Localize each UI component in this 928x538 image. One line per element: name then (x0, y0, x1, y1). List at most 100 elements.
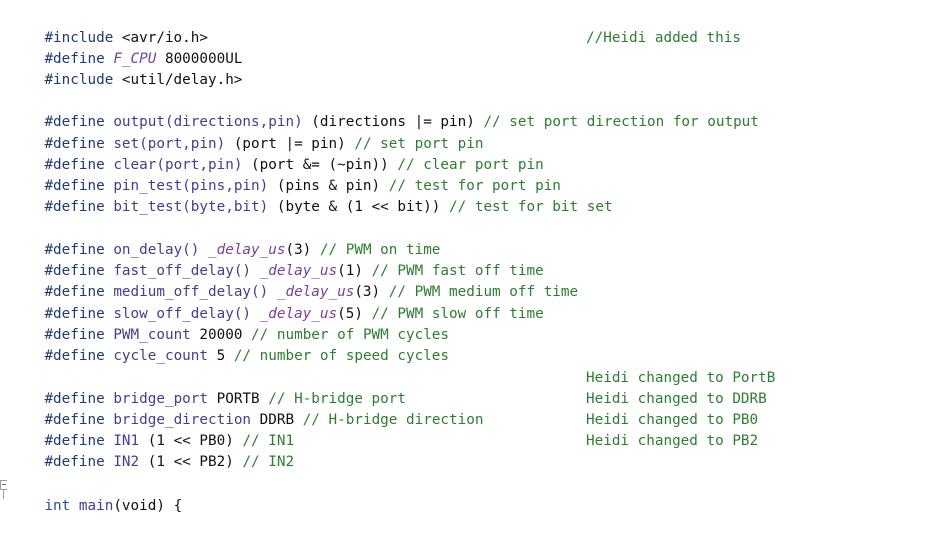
macro-name: output(directions,pin) (113, 114, 303, 130)
macro-name: bridge_port (113, 391, 208, 407)
inline-comment: // PWM fast off time (371, 263, 544, 279)
preprocessor-define: #define (44, 136, 114, 152)
right-comment-4: Heidi changed to PB0 (586, 412, 759, 428)
inline-comment: // number of speed cycles (233, 348, 450, 364)
inline-comment: // set port direction for output (483, 114, 759, 130)
preprocessor-include: #include (44, 30, 122, 46)
call-args: (5) (337, 306, 372, 322)
code-line-13: #define medium_off_delay() _delay_us(3) … (10, 261, 578, 300)
code-line-2: #define F_CPU 8000000UL (10, 28, 242, 67)
macro-body: (directions |= pin) (302, 114, 484, 130)
macro-name: F_CPU (113, 51, 157, 67)
code-line-6: #define set(port,pin) (port |= pin) // s… (10, 113, 483, 152)
preprocessor-define: #define (44, 51, 114, 67)
code-line-18: #define bridge_port PORTB // H-bridge po… (10, 368, 406, 407)
macro-name: bridge_direction (113, 412, 252, 428)
include-path: <avr/io.h> (121, 30, 208, 46)
call-args: (3) (285, 242, 320, 258)
macro-value: 8000000UL (156, 51, 243, 67)
macro-value: 20000 (190, 327, 252, 343)
inline-comment: // test for port pin (388, 178, 561, 194)
macro-name: clear(port,pin) (113, 157, 243, 173)
macro-value: PORTB (208, 391, 269, 407)
inline-comment: // IN2 (242, 454, 295, 470)
preprocessor-define: #define (44, 263, 114, 279)
inline-comment: // number of PWM cycles (251, 327, 450, 343)
function-call: _delay_us (208, 242, 286, 258)
code-line-1: #include <avr/io.h> (10, 7, 208, 46)
code-line-19: #define bridge_direction DDRB // H-bridg… (10, 389, 483, 428)
code-line-14: #define slow_off_delay() _delay_us(5) //… (10, 283, 543, 322)
macro-name: set(port,pin) (113, 136, 226, 152)
preprocessor-define: #define (44, 306, 114, 322)
call-args: (3) (354, 284, 389, 300)
preprocessor-define: #define (44, 114, 114, 130)
code-line-8: #define pin_test(pins,pin) (pins & pin) … (10, 155, 560, 194)
code-line-7: #define clear(port,pin) (port &= (~pin))… (10, 134, 543, 173)
right-comment-1: //Heidi added this (586, 30, 741, 46)
inline-comment: // PWM on time (319, 242, 441, 258)
code-line-9: #define bit_test(byte,bit) (byte & (1 <<… (10, 176, 612, 215)
code-line-23: int main(void) { (10, 475, 182, 514)
function-name: main (70, 498, 114, 514)
inline-comment: // PWM slow off time (371, 306, 544, 322)
code-line-21: #define IN2 (1 << PB2) // IN2 (10, 431, 294, 470)
code-editor[interactable]: #include <avr/io.h> #define F_CPU 800000… (0, 0, 928, 514)
code-line-16: #define cycle_count 5 // number of speed… (10, 325, 449, 364)
right-comment-2: Heidi changed to PortB (586, 370, 776, 386)
macro-name: PWM_count (113, 327, 191, 343)
code-line-15: #define PWM_count 20000 // number of PWM… (10, 304, 449, 343)
keyword-int: int (44, 498, 71, 514)
fold-collapse-icon[interactable] (0, 480, 7, 490)
inline-comment: // IN1 (242, 433, 295, 449)
right-comment-5: Heidi changed to PB2 (586, 433, 759, 449)
code-line-11: #define on_delay() _delay_us(3) // PWM o… (10, 219, 440, 258)
preprocessor-define: #define (44, 199, 114, 215)
code-line-3: #include <util/delay.h> (10, 49, 242, 88)
function-call: _delay_us (276, 284, 355, 300)
include-path: <util/delay.h> (121, 72, 243, 88)
call-args: (1) (337, 263, 372, 279)
preprocessor-define: #define (44, 412, 114, 428)
macro-name: IN2 (113, 454, 140, 470)
inline-comment: // test for bit set (449, 199, 613, 215)
code-line-5: #define output(directions,pin) (directio… (10, 91, 758, 130)
macro-value: 5 (208, 348, 234, 364)
inline-comment: // H-bridge port (268, 391, 406, 407)
preprocessor-define: #define (44, 391, 114, 407)
macro-name: slow_off_delay() (113, 306, 252, 322)
preprocessor-define: #define (44, 178, 114, 194)
preprocessor-define: #define (44, 242, 114, 258)
macro-body: (byte & (1 << bit)) (268, 199, 450, 215)
macro-name: cycle_count (113, 348, 208, 364)
preprocessor-define: #define (44, 157, 114, 173)
preprocessor-define: #define (44, 284, 114, 300)
function-call: _delay_us (259, 263, 338, 279)
macro-name: pin_test(pins,pin) (113, 178, 269, 194)
macro-name: on_delay() (113, 242, 200, 258)
macro-name: fast_off_delay() (113, 263, 252, 279)
fold-guide-line (3, 490, 4, 499)
macro-value: (1 << PB0) (139, 433, 243, 449)
function-signature: (void) { (113, 498, 183, 514)
macro-value: DDRB (251, 412, 303, 428)
inline-comment: // H-bridge direction (302, 412, 484, 428)
inline-comment: // set port pin (354, 136, 484, 152)
code-line-12: #define fast_off_delay() _delay_us(1) //… (10, 240, 543, 279)
macro-value: (1 << PB2) (139, 454, 243, 470)
macro-body: (pins & pin) (268, 178, 389, 194)
function-call: _delay_us (259, 306, 338, 322)
macro-name: medium_off_delay() (113, 284, 269, 300)
code-line-20: #define IN1 (1 << PB0) // IN1 (10, 410, 294, 449)
preprocessor-include: #include (44, 72, 122, 88)
preprocessor-define: #define (44, 348, 114, 364)
preprocessor-define: #define (44, 433, 114, 449)
macro-name: IN1 (113, 433, 140, 449)
macro-name: bit_test(byte,bit) (113, 199, 269, 215)
inline-comment: // PWM medium off time (388, 284, 579, 300)
inline-comment: // clear port pin (397, 157, 544, 173)
preprocessor-define: #define (44, 454, 114, 470)
macro-body: (port |= pin) (225, 136, 355, 152)
preprocessor-define: #define (44, 327, 114, 343)
macro-body: (port &= (~pin)) (242, 157, 398, 173)
